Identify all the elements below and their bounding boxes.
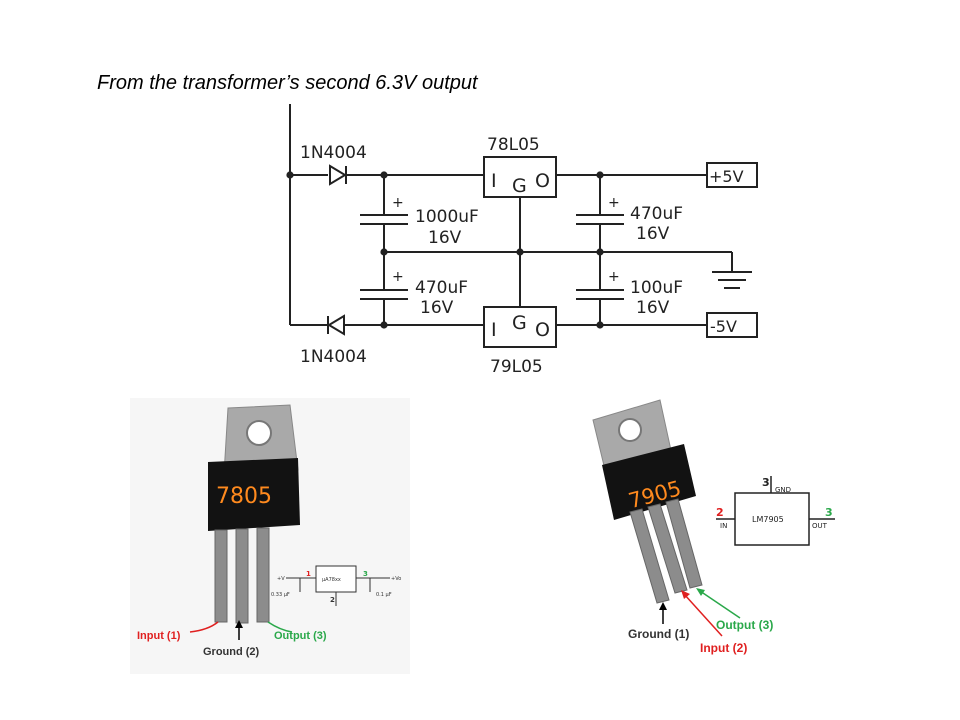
left-input-arrow	[189, 621, 219, 633]
right-leg-1	[629, 508, 670, 604]
lm7905-box	[734, 492, 810, 546]
left-output-label: Output (3)	[274, 630, 327, 642]
lm7905-gnd: GND	[775, 486, 791, 494]
right-output-arrow	[699, 590, 741, 619]
left-tab-hole	[246, 420, 272, 446]
diode-bottom-symbol	[327, 314, 345, 336]
lm7905-in: IN	[720, 522, 727, 530]
reg-top-in: I	[491, 170, 497, 192]
lm7905-symbol: LM7905 3 GND 2 IN 3 OUT	[716, 476, 835, 546]
reg-bottom-in: I	[491, 319, 497, 341]
cap2-plus: +	[608, 195, 620, 211]
left-chip-body	[208, 458, 300, 531]
right-photo: 7905 Ground (1) Input (2) Output (3) LM7…	[592, 399, 835, 655]
left-mini-cout: 0.1 µF	[376, 592, 392, 598]
left-mini-schematic: +V +Vo µA78xx 0.33 µF 0.1 µF 1 2 3	[271, 565, 401, 606]
cap3-value: 470uF	[415, 278, 468, 298]
left-mini-n1: 1	[306, 570, 311, 578]
left-input-label: Input (1)	[137, 630, 181, 642]
right-leg-2	[647, 503, 688, 594]
left-mini-vin: +V	[277, 576, 285, 582]
reg-top-out: O	[535, 170, 550, 192]
right-leg-3	[665, 498, 703, 589]
plus5v-box	[706, 162, 758, 188]
left-chip-label: 7805	[216, 484, 272, 509]
cap1-voltage: 16V	[428, 228, 462, 248]
cap1-plus: +	[392, 195, 404, 211]
reg-bottom-name: 79L05	[490, 357, 543, 377]
cap4-plus: +	[608, 269, 620, 285]
right-input-arrow	[683, 593, 723, 637]
left-mini-vo: +Vo	[391, 576, 401, 582]
cap4-value: 100uF	[630, 278, 683, 298]
lm7905-out: OUT	[812, 522, 828, 530]
cap2-voltage: 16V	[636, 224, 670, 244]
left-leg-3	[256, 527, 270, 623]
left-leg-1	[214, 529, 228, 623]
right-output-label: Output (3)	[716, 618, 773, 632]
cap3-plus: +	[392, 269, 404, 285]
right-tab-hole	[618, 418, 642, 442]
reg-bottom-out: O	[535, 319, 550, 341]
left-ground-label: Ground (2)	[203, 646, 260, 658]
lm7905-n-in: 2	[716, 506, 724, 519]
lm7905-n-out: 3	[825, 506, 833, 519]
lm7905-name: LM7905	[752, 515, 784, 524]
cap2-value: 470uF	[630, 204, 683, 224]
cap1-value: 1000uF	[415, 207, 479, 227]
minus5v-box	[706, 312, 758, 338]
cap4-voltage: 16V	[636, 298, 670, 318]
left-leg-2	[235, 528, 249, 624]
right-input-label: Input (2)	[700, 641, 747, 655]
diode-bottom-label: 1N4004	[300, 347, 367, 367]
left-photo: 7805 Input (1) Ground (2) Output (3) +V …	[130, 398, 410, 674]
diode-top-symbol	[329, 164, 347, 186]
left-mini-chip-box	[315, 565, 357, 593]
right-ground-label: Ground (1)	[628, 627, 689, 641]
reg-top-gnd: G	[512, 175, 527, 197]
left-output-arrow	[267, 621, 293, 633]
caption: From the transformer’s second 6.3V outpu…	[97, 72, 478, 94]
left-mini-chip: µA78xx	[322, 577, 341, 583]
left-mini-cin: 0.33 µF	[271, 592, 290, 598]
cap3-voltage: 16V	[420, 298, 454, 318]
lm7905-n-gnd: 3	[762, 476, 770, 489]
out-pos-label: +5V	[709, 167, 744, 186]
out-neg-label: -5V	[710, 317, 737, 336]
left-mini-n2: 2	[330, 596, 335, 604]
schematic-labels: 1N4004 1N4004 78L05 I G O I G O 79L05 +5…	[300, 135, 744, 377]
diode-top-label: 1N4004	[300, 143, 367, 163]
regulator-schematic	[286, 104, 758, 348]
reg-bottom-gnd: G	[512, 312, 527, 334]
reg-top-name: 78L05	[487, 135, 540, 155]
left-mini-n3: 3	[363, 570, 368, 578]
